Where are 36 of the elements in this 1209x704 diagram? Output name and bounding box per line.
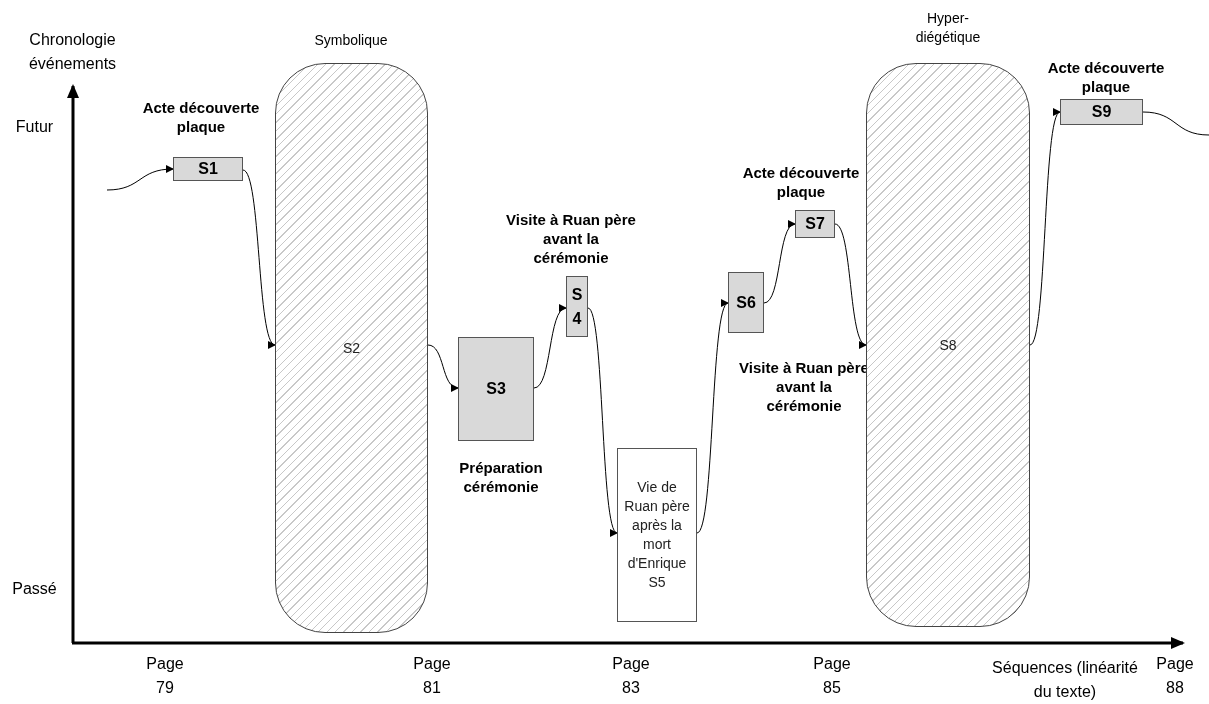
arrow [587, 307, 618, 534]
sequence-heading: Préparation cérémonie [458, 458, 544, 496]
sequence-box [617, 448, 697, 622]
sequence-heading: Acte découverte plaque [141, 98, 261, 136]
arrow [533, 306, 567, 389]
arrow [1029, 111, 1061, 346]
sequence-label: S5 [647, 573, 667, 592]
arrow [763, 222, 796, 304]
axis-title: Séquences (linéarité du texte) [991, 658, 1139, 702]
arrow [242, 169, 276, 346]
sequence-label: S2 [342, 340, 361, 356]
sequence-label: Vie de Ruan père après la mort d'Enrique [623, 478, 691, 573]
sequence-label: S8 [939, 337, 957, 353]
sequence-label: S1 [198, 160, 218, 178]
sequence-label: S6 [736, 293, 756, 312]
arrow [106, 165, 174, 191]
sequence-label: S4 [571, 284, 583, 329]
arrow [834, 223, 867, 346]
axis-label: Futur [14, 117, 55, 137]
sequence-label: S9 [1091, 103, 1112, 121]
tick-label: Page 85 [812, 654, 852, 698]
tick-label: Page 79 [145, 654, 185, 698]
sequence-heading: Symbolique [313, 31, 389, 50]
axis-label: Passé [11, 579, 58, 599]
sequence-heading: Acte découverte plaque [1046, 58, 1166, 96]
sequence-heading: Visite à Ruan père avant la cérémonie [506, 210, 636, 267]
tick-label: Page 88 [1155, 654, 1195, 698]
arrow [696, 302, 729, 534]
sequence-heading: Acte découverte plaque [741, 163, 861, 201]
sequence-label: S3 [486, 380, 506, 398]
arrow [427, 344, 459, 391]
tick-label: Page 81 [412, 654, 452, 698]
sequence-label: S7 [805, 215, 825, 233]
tick-label: Page 83 [611, 654, 651, 698]
sequence-heading: Hyper-diégétique [914, 9, 982, 47]
axis-title: Chronologie événements [27, 30, 118, 74]
